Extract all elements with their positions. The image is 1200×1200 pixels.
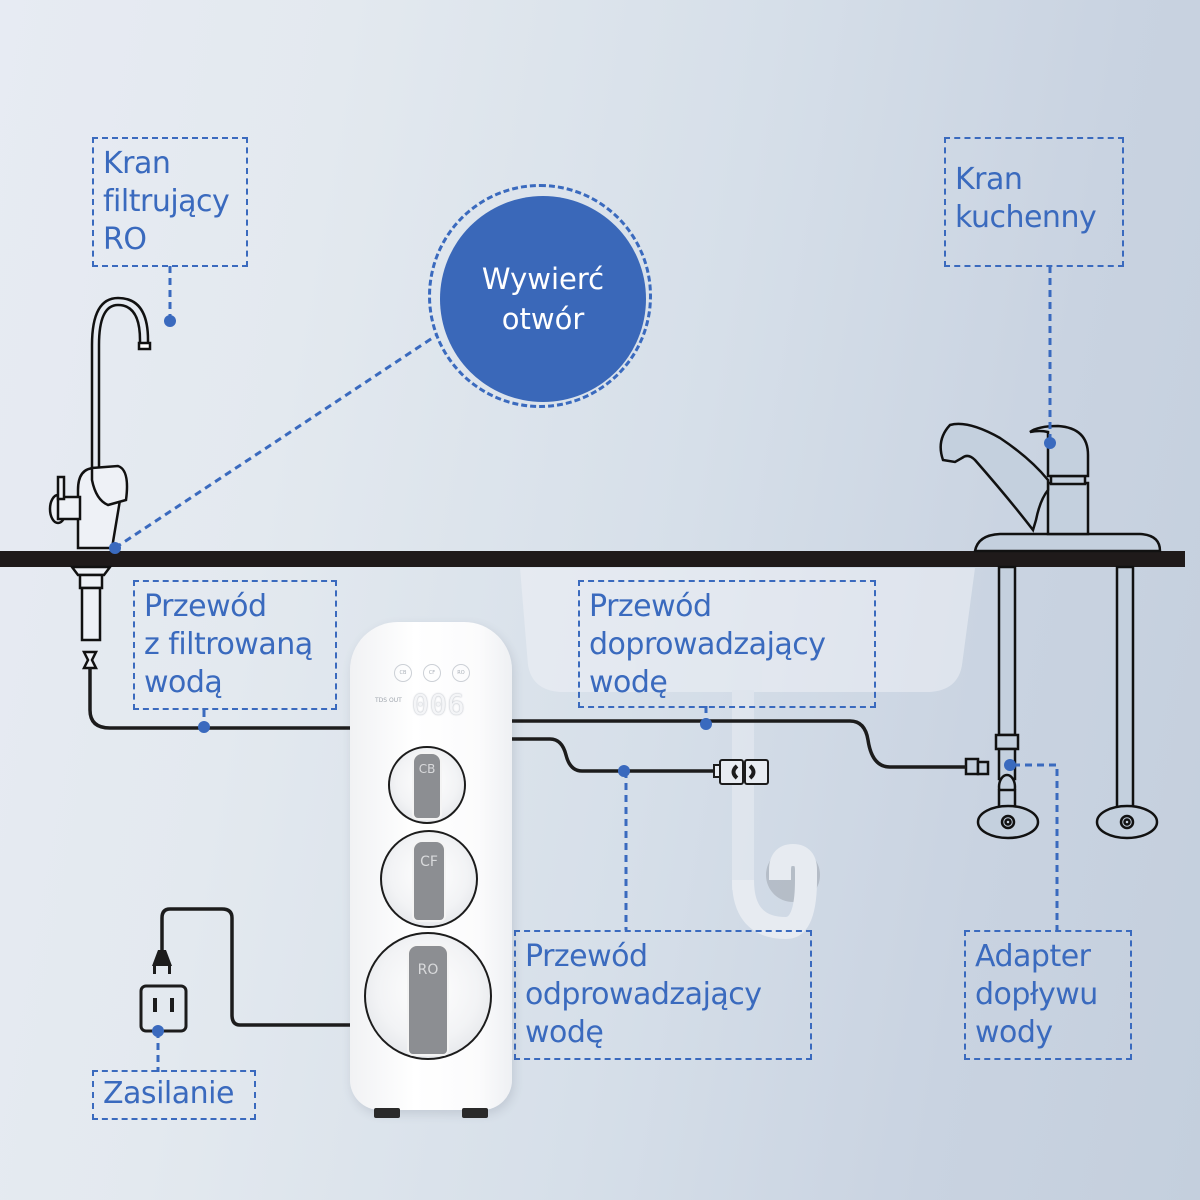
ro-faucet-icon (48, 296, 152, 670)
power-plug-icon (152, 950, 172, 974)
leader-dots (109, 315, 1056, 1037)
label-line: RO (103, 222, 147, 257)
label-kitchen-faucet: Kran kuchenny (944, 137, 1124, 267)
tds-display: 006 (412, 688, 466, 721)
label-line: Adapter (975, 939, 1091, 974)
label-line: z filtrowaną (144, 627, 313, 662)
label-line: Przewód (144, 589, 267, 624)
hoses (88, 668, 966, 1027)
label-line: filtrujący (103, 184, 230, 219)
power-outlet-icon (139, 984, 188, 1033)
label-inlet-adapter: Adapter dopływu wody (964, 930, 1132, 1060)
drill-hole-line1: Wywierć (481, 262, 605, 296)
indicator-lights: CB CF RO (394, 664, 470, 682)
label-line: dopływu (975, 977, 1098, 1012)
countertop (0, 551, 1185, 567)
knob-handle-label: CB (412, 752, 442, 820)
drill-hole-badge: Wywierć otwór (440, 196, 646, 402)
label-line: Przewód (589, 589, 712, 624)
label-line: Przewód (525, 939, 648, 974)
label-line: Kran (103, 146, 171, 181)
filter-knob-cf[interactable]: CF (380, 830, 478, 928)
drill-hole-line2: otwór (501, 302, 585, 336)
label-ro-faucet: Kran filtrujący RO (92, 137, 248, 267)
label-power: Zasilanie (92, 1070, 256, 1120)
p-trap-icon (732, 843, 820, 940)
label-line: doprowadzający (589, 627, 826, 662)
label-filtered-water-hose: Przewód z filtrowaną wodą (133, 580, 337, 710)
label-line: Zasilanie (103, 1076, 234, 1111)
device-foot (462, 1108, 488, 1118)
label-line: wodą (144, 665, 223, 700)
device-foot (374, 1108, 400, 1118)
knob-handle-label: CF (412, 840, 446, 922)
label-line: wodę (589, 665, 668, 700)
tds-label: TDS OUT (375, 697, 402, 704)
filter-knob-ro[interactable]: RO (364, 932, 492, 1060)
sink-icon (520, 568, 975, 890)
power-cord (160, 907, 352, 1027)
leader-lines (114, 266, 1059, 1072)
indicator-light: CF (423, 664, 441, 682)
drill-hole-badge-ring (428, 184, 652, 408)
label-line: wody (975, 1015, 1053, 1050)
filtered-water-hose (88, 668, 352, 730)
inlet-hose (510, 719, 966, 769)
label-line: wodę (525, 1015, 604, 1050)
indicator-light: RO (452, 664, 470, 682)
ro-filter-unit: CB CF RO TDS OUT 006 CB CF RO (350, 622, 512, 1118)
label-inlet-hose: Przewód doprowadzający wodę (578, 580, 876, 708)
filter-knob-cb[interactable]: CB (388, 746, 466, 824)
label-line: odprowadzający (525, 977, 762, 1012)
drain-clamp-icon (713, 759, 769, 785)
knob-handle-label: RO (407, 944, 449, 1056)
kitchen-faucet-icon (939, 422, 1162, 840)
label-drain-hose: Przewód odprowadzający wodę (514, 930, 812, 1060)
label-line: Kran (955, 162, 1023, 197)
drain-hose (510, 737, 718, 773)
label-line: kuchenny (955, 200, 1097, 235)
indicator-light: CB (394, 664, 412, 682)
